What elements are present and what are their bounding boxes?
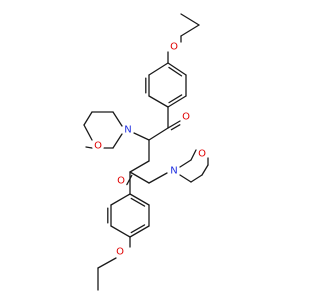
bond-line <box>148 95 169 108</box>
atom-o-morpholine-left: O <box>92 140 104 152</box>
bond-line <box>179 159 192 168</box>
atom-label: O <box>170 42 178 53</box>
atom-o-carbonyl-bottom: O <box>115 175 127 187</box>
bond-line <box>179 174 192 183</box>
bond-line <box>201 164 209 176</box>
bond-line <box>180 13 200 26</box>
atom-label: O <box>94 141 102 152</box>
bond-line <box>190 174 203 183</box>
bond-line <box>167 62 187 76</box>
bond-line <box>148 127 169 141</box>
atom-label: O <box>116 247 124 258</box>
bond-line <box>148 62 169 76</box>
atom-label: N <box>124 125 131 136</box>
bond-line <box>129 193 150 206</box>
bond-line <box>148 172 168 184</box>
bond-line <box>180 24 200 37</box>
double-bond-line <box>168 66 183 77</box>
bond-line <box>133 132 150 141</box>
bond-line <box>129 160 150 173</box>
bond-line <box>83 124 93 141</box>
atom-n-morpholine-left: N <box>122 124 134 136</box>
molecule-structure-diagram: O O N O O N O O <box>83 13 209 291</box>
atom-label: O <box>182 112 190 123</box>
atom-label: O <box>117 176 125 187</box>
double-bond-line <box>130 224 146 234</box>
bond-line <box>85 146 93 149</box>
double-bond-line <box>130 197 146 207</box>
bond-line <box>83 111 93 126</box>
bond-line <box>112 111 123 127</box>
atom-o-ether-top: O <box>168 41 180 53</box>
atom-label: N <box>170 166 177 177</box>
bond-line <box>190 149 197 161</box>
atom-o-morpholine-right: O <box>196 148 208 160</box>
bond-lines <box>83 13 209 291</box>
bond-line <box>167 95 187 108</box>
atom-label: O <box>198 149 206 160</box>
atom-labels: O O N O O N O O <box>92 41 208 258</box>
atom-o-carbonyl-top: O <box>180 111 192 123</box>
double-bond-line <box>168 94 183 104</box>
bond-line <box>97 257 117 269</box>
bond-line <box>167 120 181 129</box>
bond-line <box>110 225 131 238</box>
double-bond-line <box>170 124 181 131</box>
double-bond-line <box>126 174 133 186</box>
atom-n-morpholine-right: N <box>168 165 180 177</box>
bond-line <box>110 193 131 206</box>
bond-line <box>129 225 150 238</box>
bond-line <box>129 171 150 184</box>
bond-line <box>112 133 123 149</box>
atom-o-ether-bottom: O <box>114 246 126 258</box>
